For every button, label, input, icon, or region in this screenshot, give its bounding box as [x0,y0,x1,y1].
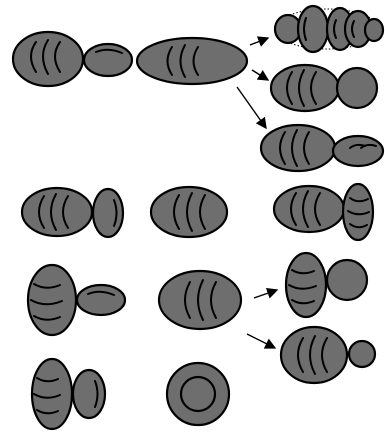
small-cell [365,19,383,41]
large-cell [159,271,241,329]
row3-result-top [286,253,367,317]
large-cell [281,327,347,383]
arrow [250,38,268,45]
large-cell [274,186,344,232]
segmented-cell [32,359,72,429]
round-cell [349,341,375,367]
row2-right [274,184,373,240]
large-cell [151,187,227,237]
large-cell [261,125,335,171]
row2-left [22,188,123,237]
row1-left-pair [13,32,132,86]
segment-cell [298,6,328,52]
small-cell [93,189,123,237]
small-cell [333,136,383,166]
arrow [252,70,268,80]
row3-result-bottom [281,327,375,383]
row2-mid [151,187,227,237]
arrow [237,87,266,128]
arrow [254,290,277,298]
small-cell [73,370,105,418]
ring-inner [181,377,215,411]
row3-mid [159,271,241,329]
row3-left [28,265,125,335]
row4-left [32,359,105,429]
round-cell [327,260,367,300]
row1-result-top [275,6,383,52]
small-cell [77,285,125,315]
large-cell [22,188,92,236]
large-cell [137,38,247,84]
segmented-cell [286,253,326,317]
round-cell [337,68,377,108]
row4-mid [167,363,229,425]
row1-result-bottom [261,125,383,171]
arrow [247,334,275,348]
large-cell [271,65,339,111]
row1-mid-ellipse [137,38,247,84]
segmented-cell [28,265,76,335]
row1-result-mid [271,65,377,111]
